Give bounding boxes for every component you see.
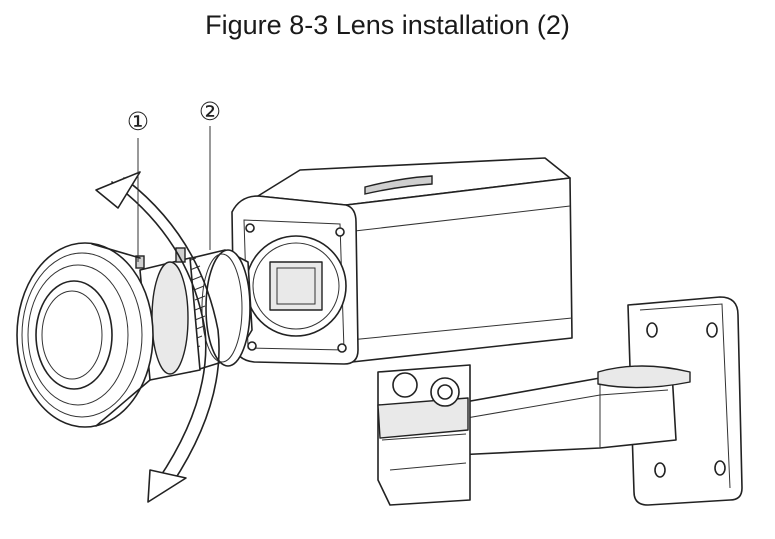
figure-title: Figure 8-3 Lens installation (2) xyxy=(205,10,570,40)
camera-body xyxy=(231,157,573,365)
lens-assembly xyxy=(16,242,253,428)
wall-mount-plate xyxy=(627,296,743,506)
callout-label-2: ② xyxy=(199,98,221,126)
bracket-arm xyxy=(447,365,691,456)
swivel-joint xyxy=(377,364,471,506)
rotation-arrow-icon xyxy=(95,171,220,503)
callout-label-1: ① xyxy=(127,108,149,136)
